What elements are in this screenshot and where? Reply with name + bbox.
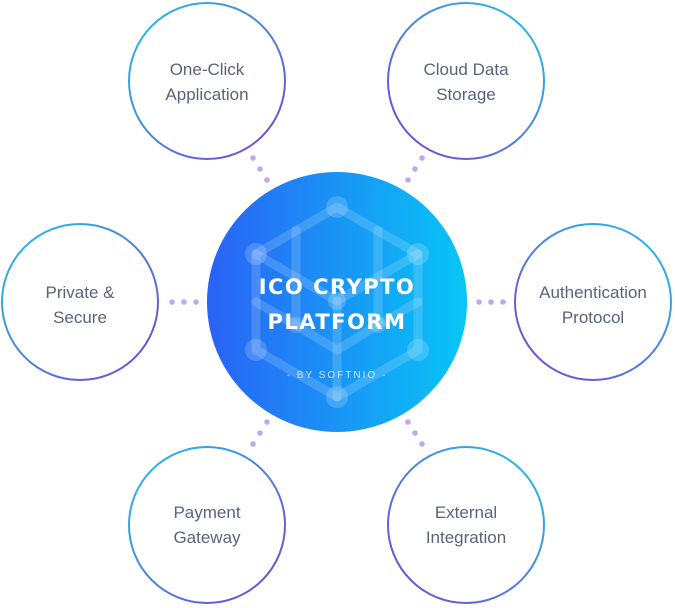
feature-ring: [387, 446, 545, 604]
feature-label-line2: Integration: [426, 528, 506, 547]
feature-label-line2: Gateway: [173, 528, 241, 547]
feature-label-line2: Application: [165, 85, 248, 104]
connector-top-right: [405, 155, 425, 183]
network-nodes: [245, 196, 429, 408]
feature-external-integration: External Integration: [387, 446, 545, 604]
feature-label-line1: Private &: [46, 283, 116, 302]
feature-label-line1: One-Click: [170, 60, 245, 79]
hub-title-line1: ICO CRYPTO: [259, 275, 416, 299]
connector-top-left: [250, 155, 270, 183]
connector-right: [476, 299, 506, 305]
feature-ring: [387, 2, 545, 160]
feature-label-line2: Secure: [53, 308, 107, 327]
feature-ring: [128, 2, 286, 160]
connector-left: [169, 299, 199, 305]
feature-private-secure: Private & Secure: [1, 223, 159, 381]
hub-title-line2: PLATFORM: [268, 310, 407, 334]
feature-payment-gateway: Payment Gateway: [128, 446, 286, 604]
feature-ring: [514, 223, 672, 381]
feature-authentication-protocol: Authentication Protocol: [514, 223, 672, 381]
hub-circle: [207, 172, 467, 432]
network-cube-icon: [251, 202, 423, 402]
hub-subtitle: - BY SOFTNIO -: [287, 370, 388, 381]
feature-label-line2: Protocol: [562, 308, 624, 327]
feature-label-line1: External: [435, 503, 497, 522]
connector-bottom-right: [405, 419, 425, 447]
feature-label-line1: Cloud Data: [423, 60, 509, 79]
feature-ring: [1, 223, 159, 381]
feature-label-line1: Payment: [173, 503, 240, 522]
connectors: [169, 155, 506, 447]
connector-bottom-left: [250, 419, 270, 447]
feature-cloud-data-storage: Cloud Data Storage: [387, 2, 545, 160]
feature-label-line2: Storage: [436, 85, 496, 104]
hub: ICO CRYPTO PLATFORM - BY SOFTNIO -: [207, 172, 467, 432]
feature-label-line1: Authentication: [539, 283, 647, 302]
feature-ring: [128, 446, 286, 604]
feature-one-click-application: One-Click Application: [128, 2, 286, 160]
